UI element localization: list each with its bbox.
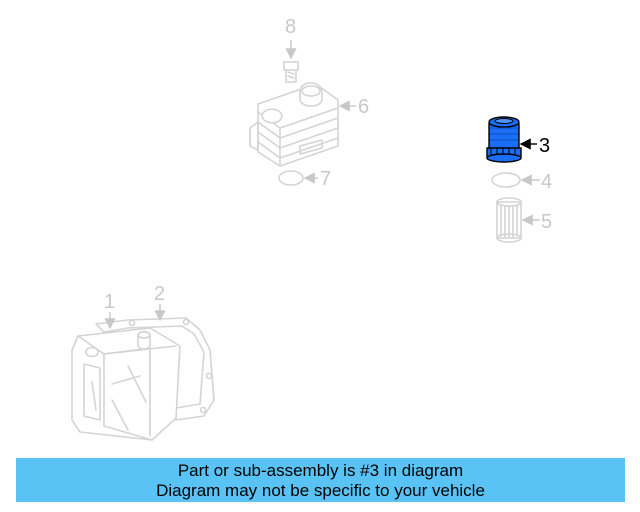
oil-pan-part-1: 1 [71,291,181,441]
banner-line-part: Part or sub-assembly is #3 in diagram [177,461,464,480]
filter-element-part-5: 5 [496,197,552,243]
o-ring-part-7: 7 [278,168,331,190]
o-ring-part-4: 4 [491,171,552,193]
callout-7: 7 [320,168,331,190]
callout-8: 8 [285,16,296,38]
callout-2: 2 [154,283,165,305]
callout-1: 1 [104,291,115,313]
bolt-part-8: 8 [283,16,299,83]
callout-4: 4 [541,171,552,193]
filter-housing-part-3: 3 [486,116,550,163]
info-banner: Part or sub-assembly is #3 in diagram Di… [16,458,625,502]
callout-5: 5 [541,211,552,233]
oil-cooler-part-6: 6 [249,82,369,167]
callout-6: 6 [358,96,369,118]
banner-line-disclaimer: Diagram may not be specific to your vehi… [156,481,485,500]
callout-3: 3 [539,135,550,157]
